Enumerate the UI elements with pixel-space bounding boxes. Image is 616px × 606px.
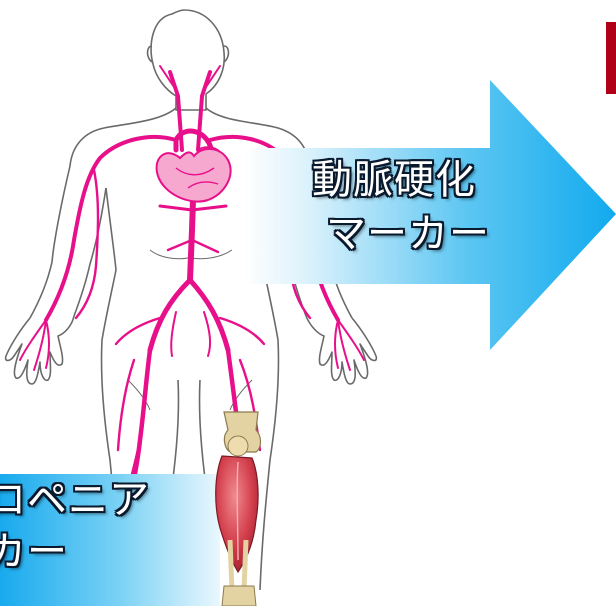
sarcopenia-box	[0, 474, 220, 606]
sarcopenia-marker-label-line1: ロペニア	[0, 477, 150, 523]
leg-anatomy-icon	[215, 411, 262, 606]
heart-icon	[155, 146, 232, 203]
sarcopenia-marker-label-line2: カー	[0, 529, 68, 575]
arterial-marker-label-line2: マーカー	[326, 211, 490, 257]
red-accent-bar	[606, 22, 616, 94]
arterial-marker-label-line1: 動脈硬化	[312, 157, 476, 203]
arrow-right	[244, 80, 616, 350]
